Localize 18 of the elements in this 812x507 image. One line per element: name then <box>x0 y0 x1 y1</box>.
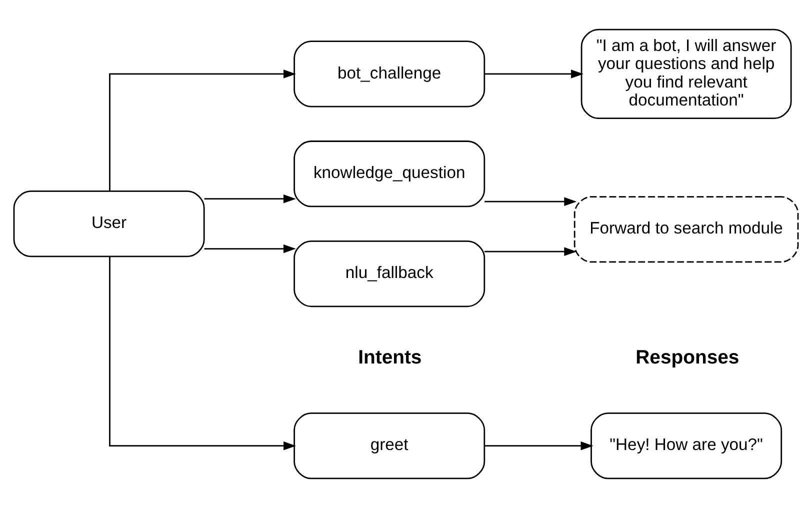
node-box: bot_challenge <box>294 40 486 107</box>
arrow <box>109 69 296 190</box>
node-box: greet <box>294 412 486 479</box>
node-box: Forward to search module <box>574 196 799 262</box>
node-box: knowledge_question <box>294 140 486 207</box>
node-box: User <box>13 190 205 257</box>
label: Intents <box>358 346 422 368</box>
node-box: "I am a bot, I will answer your questions and help you find relevant documentation" <box>580 28 792 119</box>
label: Responses <box>636 346 740 368</box>
node-box: nlu_fallback <box>294 240 486 307</box>
arrow <box>484 440 594 450</box>
arrow <box>484 69 584 78</box>
arrow <box>204 244 296 253</box>
arrow <box>484 246 577 256</box>
arrow <box>109 256 296 450</box>
node-box: "Hey! How are you?" <box>590 412 782 479</box>
arrow <box>204 194 296 203</box>
arrow <box>484 196 577 206</box>
